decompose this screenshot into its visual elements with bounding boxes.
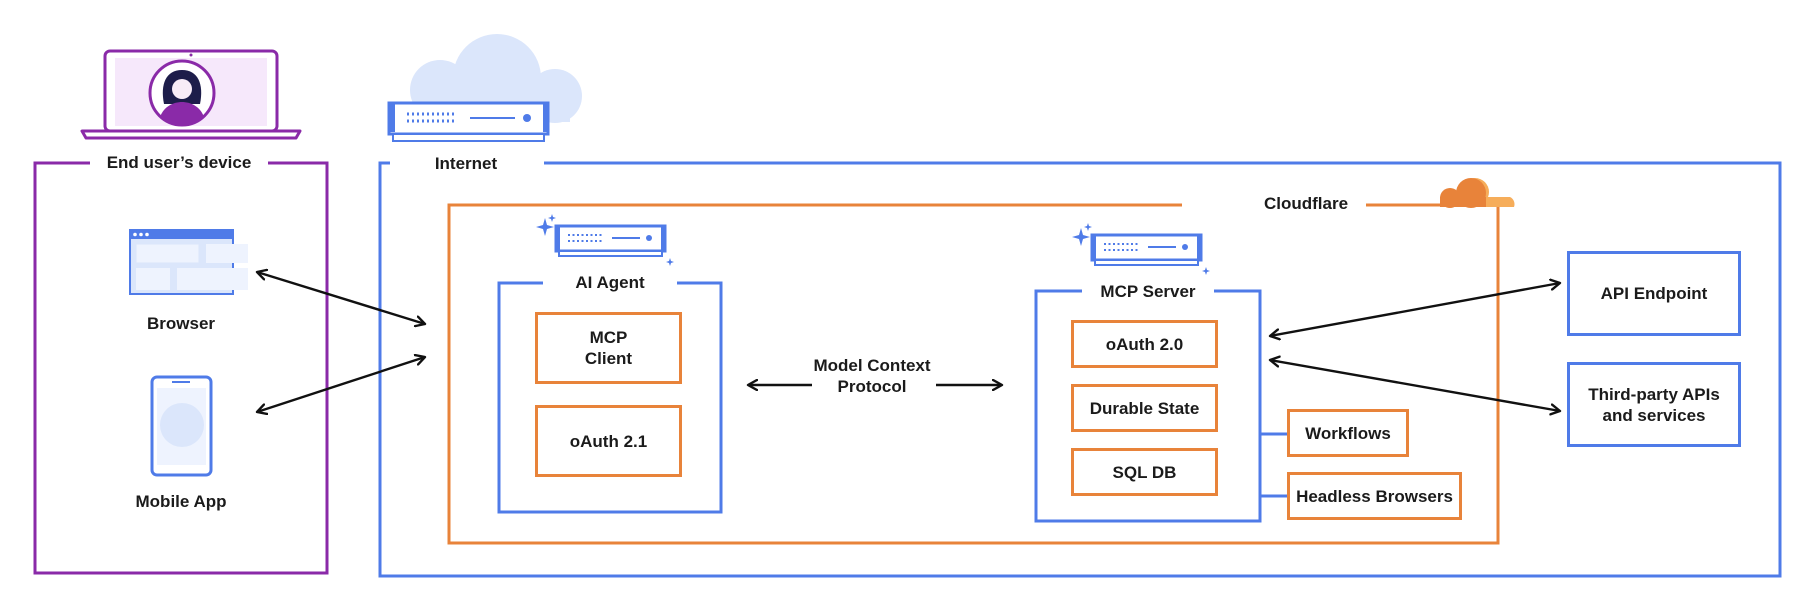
cloudflare-logo-icon	[1440, 178, 1515, 208]
internet-frame	[378, 161, 1782, 578]
api-endpoint-arrow	[1270, 283, 1560, 336]
agent-label: AI Agent	[562, 272, 658, 293]
mobile-arrow	[257, 357, 425, 412]
sql-db-box: SQL DB	[1071, 448, 1218, 496]
headless-browsers-box: Headless Browsers	[1287, 472, 1462, 520]
third-party-apis-box: Third-party APIs and services	[1567, 362, 1741, 447]
mobile-phone-icon	[150, 375, 213, 477]
internet-label: Internet	[420, 153, 512, 174]
api-endpoint-box: API Endpoint	[1567, 251, 1741, 336]
browser-label: Browser	[132, 313, 230, 334]
mcp-server-icon	[1072, 223, 1210, 275]
laptop-user-icon	[80, 49, 302, 140]
durable-state-box: Durable State	[1071, 384, 1218, 432]
mcp-server-label: MCP Server	[1090, 281, 1206, 302]
third-party-arrow	[1270, 360, 1560, 411]
mobile-app-label: Mobile App	[122, 491, 240, 512]
mcp-client-box: MCP Client	[535, 312, 682, 384]
mcp-server-container	[1034, 289, 1262, 523]
cloudflare-label: Cloudflare	[1256, 193, 1356, 214]
protocol-label: Model Context Protocol	[813, 356, 931, 396]
workflows-box: Workflows	[1287, 409, 1409, 457]
device-label: End user’s device	[90, 152, 268, 173]
agent-server-icon	[536, 214, 674, 266]
oauth-21-box: oAuth 2.1	[535, 405, 682, 477]
server-icon	[387, 101, 550, 142]
browser-arrow	[257, 272, 425, 324]
oauth-20-box: oAuth 2.0	[1071, 320, 1218, 368]
browser-window-icon	[129, 229, 248, 295]
agent-container	[497, 281, 723, 514]
